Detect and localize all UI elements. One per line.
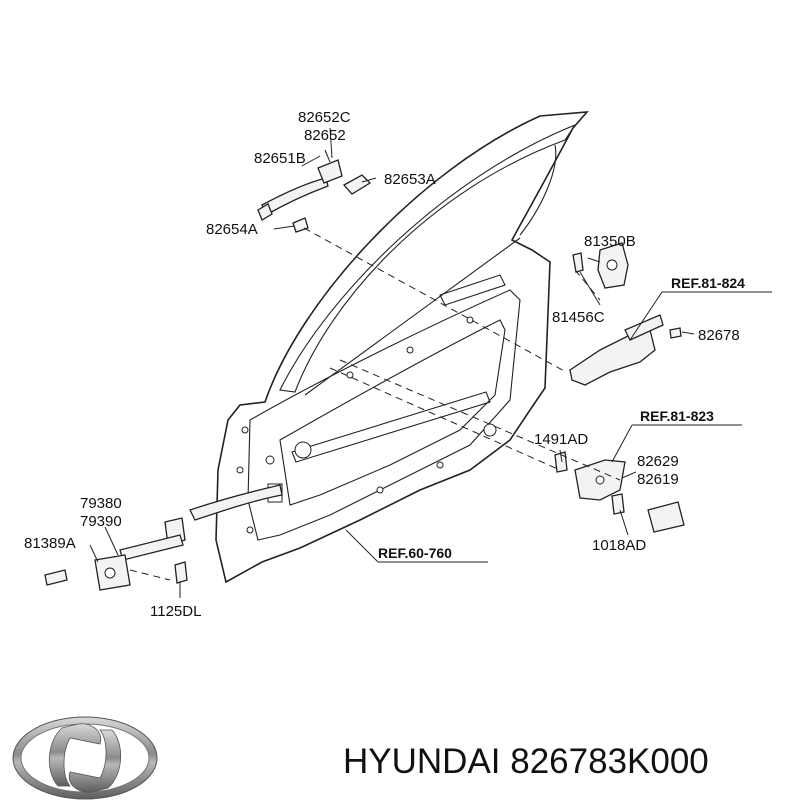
label-82653a: 82653A — [384, 171, 436, 188]
label-81456c: 81456C — [552, 309, 605, 326]
ref-60-760: REF.60-760 — [378, 545, 452, 561]
dashed-reference-lines — [129, 227, 621, 581]
label-82652c: 82652C — [298, 109, 351, 126]
label-81350b: 81350B — [584, 233, 636, 250]
label-82678: 82678 — [698, 327, 740, 344]
part-labels: 82652C 82652 82651B 82653A 82654A 81350B… — [24, 109, 740, 620]
label-82654a: 82654A — [206, 221, 258, 238]
reference-labels: REF.81-824 REF.81-823 REF.60-760 — [378, 275, 745, 561]
latch-parts — [554, 242, 685, 533]
ref-81-823: REF.81-823 — [640, 408, 714, 424]
label-1125dl: 1125DL — [150, 603, 201, 620]
door-checker-assembly — [44, 484, 283, 591]
label-82651b: 82651B — [254, 150, 306, 167]
brand-part-number: HYUNDAI 826783K000 — [343, 742, 709, 781]
label-82652: 82652 — [304, 127, 346, 144]
outside-handle-assembly — [257, 159, 372, 233]
hyundai-logo-icon — [12, 716, 158, 800]
label-79380: 79380 — [80, 495, 122, 512]
label-79390: 79390 — [80, 513, 122, 530]
label-81389a: 81389A — [24, 535, 76, 552]
label-1491ad: 1491AD — [534, 431, 588, 448]
ref-81-824: REF.81-824 — [671, 275, 745, 291]
leader-lines — [89, 127, 772, 598]
label-82619: 82619 — [637, 471, 679, 488]
label-1018ad: 1018AD — [592, 537, 646, 554]
label-82629: 82629 — [637, 453, 679, 470]
